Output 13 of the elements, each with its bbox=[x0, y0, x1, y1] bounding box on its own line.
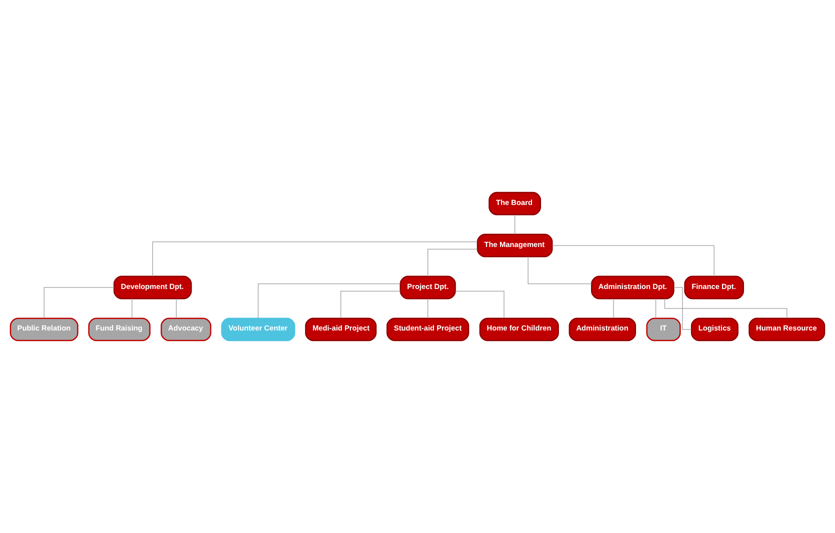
connector bbox=[258, 283, 400, 318]
connector bbox=[455, 290, 504, 318]
connector bbox=[44, 287, 114, 318]
connector bbox=[340, 290, 401, 318]
connector bbox=[528, 256, 592, 284]
connector bbox=[613, 298, 614, 318]
connector bbox=[176, 298, 177, 318]
connector bbox=[673, 287, 692, 330]
connector bbox=[428, 248, 478, 277]
connector bbox=[152, 242, 478, 276]
connector bbox=[552, 245, 714, 277]
connector bbox=[655, 298, 656, 318]
connector bbox=[514, 214, 516, 235]
